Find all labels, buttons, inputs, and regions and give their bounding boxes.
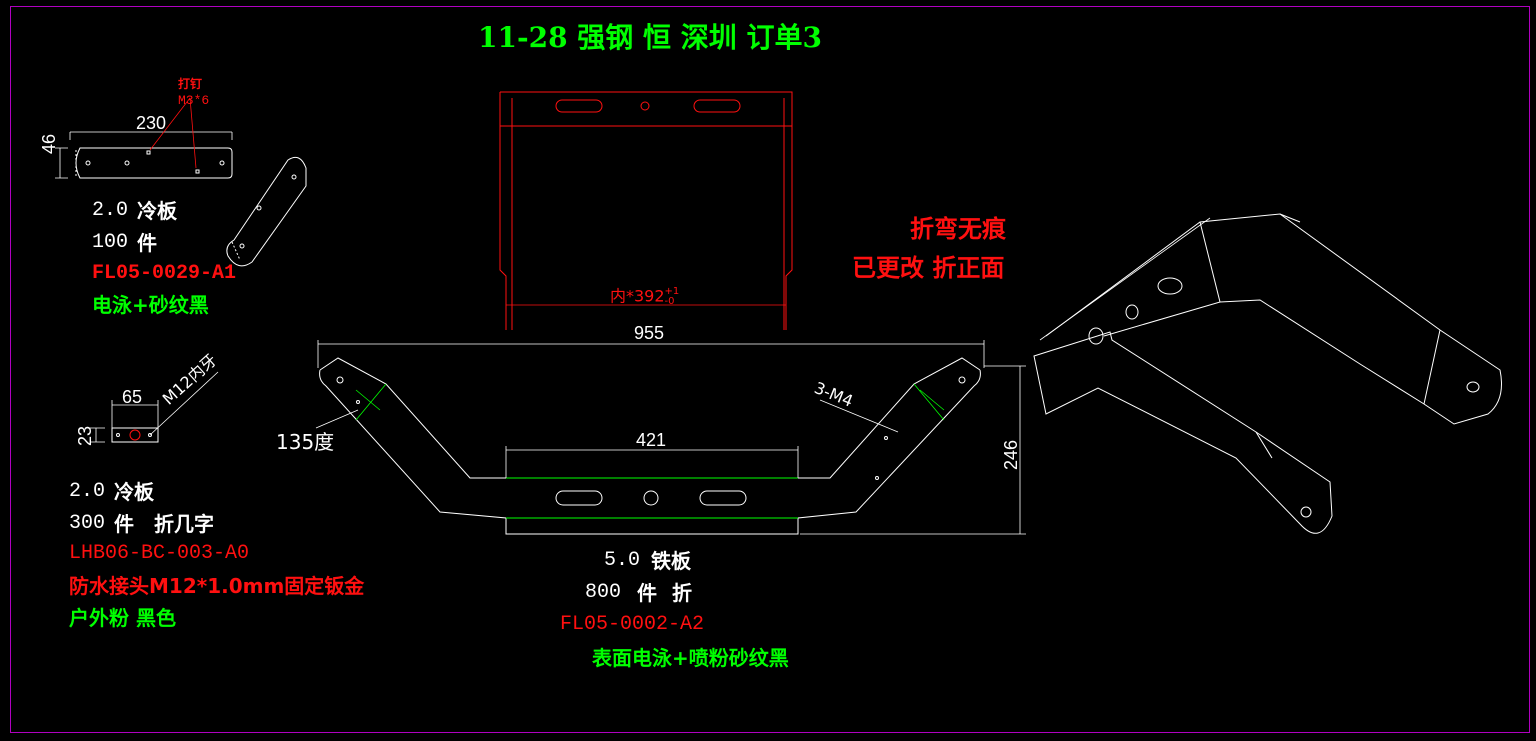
part2-code: LHB06-BC-003-A0	[69, 542, 250, 565]
part1-finish: 电泳+砂纹黑	[92, 293, 209, 317]
page-title: 11-28 强钢 恒 深圳 订单3	[478, 21, 823, 54]
part2-finish: 户外粉 黑色	[69, 606, 176, 630]
part3-dim-center: 421	[636, 430, 667, 450]
part3-process: 折	[672, 581, 692, 605]
part1-material: 冷板	[137, 199, 177, 223]
part3-dim-total: 955	[634, 323, 665, 343]
part2-qty: 300	[69, 512, 106, 535]
part1-qty: 100	[92, 231, 129, 254]
part1-flat-view	[55, 97, 233, 179]
part3-inner-prefix: 内*392	[610, 286, 665, 306]
part1-qty-unit: 件	[137, 231, 157, 255]
part2-qty-unit: 件	[114, 512, 134, 536]
part3-thickness: 5.0	[604, 549, 641, 572]
part3-profile-view	[499, 91, 793, 330]
part3-inner-tol-lower: -0	[664, 296, 675, 307]
part3-code: FL05-0002-A2	[560, 613, 705, 636]
part1-code: FL05-0029-A1	[92, 262, 237, 285]
part3-iso-view	[1033, 213, 1502, 534]
part2-thickness: 2.0	[69, 480, 106, 503]
part3-qty-unit: 件	[637, 581, 657, 605]
part1-rivet-label: 打钉	[178, 77, 203, 91]
part1-rivet-spec: M3*6	[178, 93, 210, 108]
part3-material: 铁板	[651, 549, 691, 573]
note-line1: 折弯无痕	[910, 215, 1006, 243]
part3-dim-height: 246	[1001, 439, 1021, 470]
part2-dim-width: 65	[122, 387, 143, 407]
drawing-frame	[10, 6, 1530, 733]
part2-dim-height: 23	[75, 425, 95, 446]
note-line2: 已更改 折正面	[852, 254, 1005, 282]
part3-qty: 800	[585, 581, 622, 604]
part1-iso-view	[226, 156, 307, 267]
part2-material: 冷板	[114, 480, 154, 504]
part1-thickness: 2.0	[92, 199, 129, 222]
part3-inner-tol-upper: +1	[664, 286, 680, 297]
part3-angle: 135度	[276, 430, 335, 454]
part3-inner-dim: 内*392+1-0	[610, 287, 679, 307]
part1-dim-height: 46	[39, 133, 59, 154]
part1-dim-length: 230	[136, 113, 167, 133]
part2-process: 折几字	[154, 512, 214, 536]
part2-desc: 防水接头M12*1.0mm固定钣金	[69, 574, 365, 598]
part3-front-view	[315, 340, 1026, 535]
part2-view	[90, 371, 219, 443]
part3-finish: 表面电泳+喷粉砂纹黑	[592, 646, 789, 670]
